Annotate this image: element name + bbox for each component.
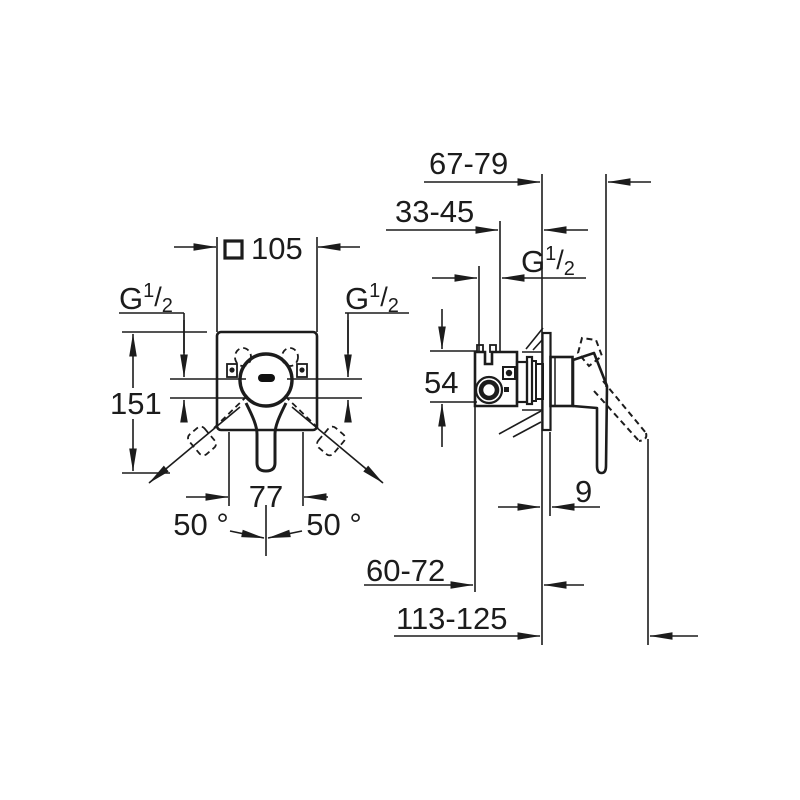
dim-body-height: 54 [424,365,458,400]
escutcheon-plate-front [215,330,319,432]
dimension-plate-width: 105 [174,231,360,332]
dim-plate-width: 105 [251,231,303,266]
lever-swing-dashed [187,395,346,457]
thread-callout-front-right: G1/2 [344,280,409,423]
extension-lines [474,174,649,645]
dimension-mounting-depth: 67-79 [424,146,651,186]
dim-height: 151 [110,386,162,421]
handle-dashed-position [576,336,648,442]
handle-side [549,351,609,475]
front-view: 105 G1/2 G1/2 151 [110,231,409,556]
dim-rough-in-depth: 60-72 [366,553,445,588]
inlet-port [474,375,504,405]
square-dimension-icon [223,239,244,260]
dimension-swing-angles: 50 ° 50 ° [148,406,384,556]
dim-angle-left: 50 ° [173,507,229,542]
thread-callout-side: G1/2 [432,243,586,282]
thread-label-side: G1/2 [521,243,575,280]
handle-lever-front [244,402,288,473]
handle-rosette [238,352,294,408]
dimension-total-projection: 113-125 [394,601,698,640]
thread-label-front-right: G1/2 [345,280,399,317]
wall-hatch-top [522,327,544,353]
wall-hatch-bottom [498,409,542,438]
dim-angle-right: 50 ° [306,507,362,542]
dimension-plate-projection: 9 [498,474,600,511]
dimension-rough-in-depth: 60-72 [364,553,584,589]
dim-mounting-depth: 67-79 [429,146,508,181]
dim-plate-projection: 9 [575,474,592,509]
valve-body-side [473,344,544,408]
port-level-lines [170,378,362,399]
cartridge-stack [515,360,529,404]
dimension-thread-depth: 33-45 [386,194,588,234]
dim-total-projection: 113-125 [396,601,507,636]
dimension-handle-width: 77 [186,432,328,514]
thread-label-front-left: G1/2 [119,280,173,317]
dimension-body-height: 54 [424,309,477,447]
lever-cap-slot [258,374,275,382]
dimension-height: 151 [110,331,207,474]
dim-thread-depth: 33-45 [395,194,474,229]
lever-blade-side [571,351,609,475]
side-view: 67-79 33-45 G1/2 54 [364,146,698,645]
thread-callout-front-left: G1/2 [119,280,188,423]
